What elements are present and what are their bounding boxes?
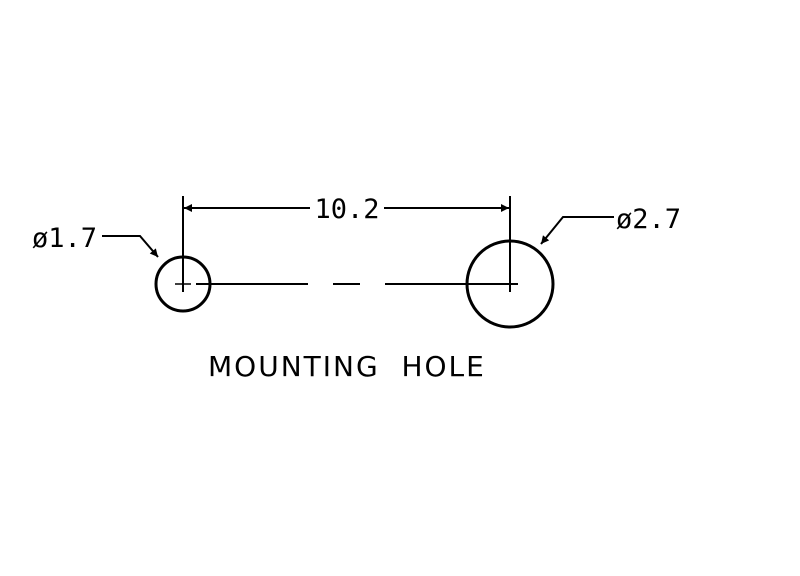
spacing-dimension-label: 10.2 <box>314 194 379 225</box>
small-hole-leader <box>102 235 159 258</box>
large-hole-diameter-label: ø2.7 <box>616 204 681 235</box>
drawing-caption: MOUNTING HOLE <box>208 350 486 383</box>
large-hole-leader <box>540 216 614 245</box>
small-hole-diameter-label: ø1.7 <box>32 223 97 254</box>
